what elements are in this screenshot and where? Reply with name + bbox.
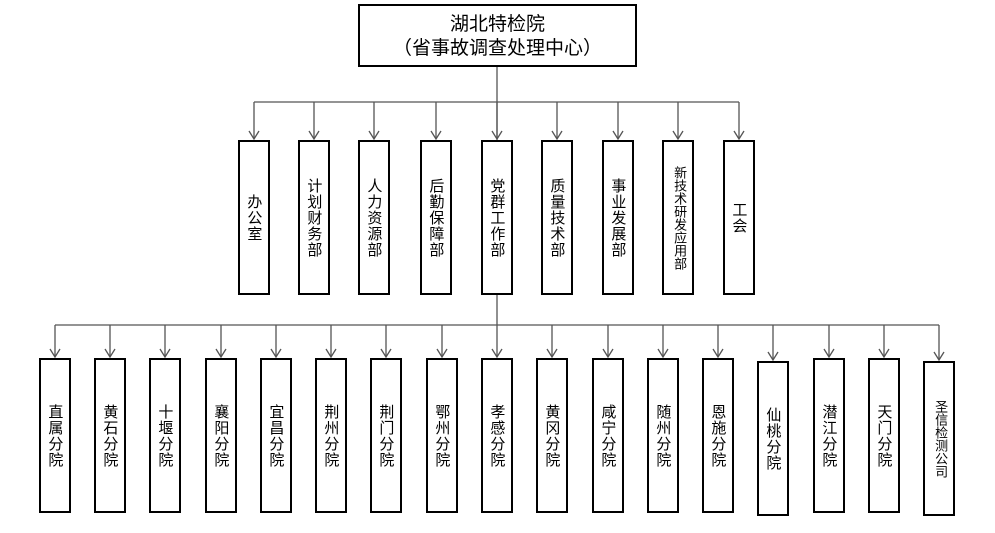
branch-arrow (546, 348, 558, 359)
dept-node-union: 工会 (723, 140, 755, 295)
branch-node-suizhou: 随州分院 (647, 358, 679, 513)
branch-node-jingmen: 荆门分院 (370, 358, 402, 513)
branch-arrow (104, 348, 116, 359)
branch-label: 咸宁分院 (599, 403, 618, 468)
dept-arrow (491, 130, 503, 141)
dept-label: 办公室 (245, 193, 264, 242)
branch-node-xiantao: 仙桃分院 (757, 361, 789, 516)
branch-node-yichang: 宜昌分院 (260, 358, 292, 513)
root-subtitle: （省事故调查处理中心） (392, 36, 602, 59)
dept-label: 计划财务部 (305, 177, 324, 258)
branch-label: 仙桃分院 (764, 406, 783, 471)
branch-label: 十堰分院 (156, 403, 175, 468)
root-name: 湖北特检院 (449, 12, 545, 35)
dept-node-business: 事业发展部 (602, 140, 634, 295)
branch-arrow (270, 348, 282, 359)
dept-node-office: 办公室 (238, 140, 270, 295)
dept-arrow (551, 130, 563, 141)
branch-label: 天门分院 (875, 403, 894, 468)
branch-arrow (657, 348, 669, 359)
dept-node-logistics: 后勤保障部 (420, 140, 452, 295)
dept-arrow (612, 130, 624, 141)
dept-arrow (308, 130, 320, 141)
dept-label: 质量技术部 (548, 177, 567, 258)
dept-node-hr: 人力资源部 (358, 140, 390, 295)
branch-node-huanggang: 黄冈分院 (536, 358, 568, 513)
branch-label: 孝感分院 (488, 403, 507, 468)
dept-arrow (248, 130, 260, 141)
branch-label: 黄石分院 (101, 403, 120, 468)
branch-arrow (325, 348, 337, 359)
branch-label: 荆门分院 (377, 403, 396, 468)
branch-arrow (159, 348, 171, 359)
branch-node-ezhou: 鄂州分院 (426, 358, 458, 513)
branch-arrow (436, 348, 448, 359)
branch-label: 直属分院 (46, 403, 65, 468)
branch-label: 荆州分院 (322, 403, 341, 468)
dept-node-finance: 计划财务部 (298, 140, 330, 295)
branch-label: 黄冈分院 (543, 403, 562, 468)
branch-node-xianning: 咸宁分院 (592, 358, 624, 513)
branch-arrow (602, 348, 614, 359)
branch-arrow (823, 348, 835, 359)
dept-arrow (733, 130, 745, 141)
branch-node-zhishu: 直属分院 (39, 358, 71, 513)
branch-arrow (767, 351, 779, 362)
branch-label: 圣信检测公司 (932, 399, 948, 478)
dept-label: 新技术研发应用部 (671, 165, 687, 270)
dept-arrow (430, 130, 442, 141)
branch-arrow (491, 348, 503, 359)
branch-label: 襄阳分院 (212, 403, 231, 468)
dept-label: 党群工作部 (488, 177, 507, 258)
branch-label: 鄂州分院 (433, 403, 452, 468)
dept-label: 事业发展部 (609, 177, 628, 258)
branch-label: 随州分院 (654, 403, 673, 468)
dept-node-quality: 质量技术部 (541, 140, 573, 295)
branch-arrow (878, 348, 890, 359)
root-node: 湖北特检院 （省事故调查处理中心） (358, 4, 637, 67)
branch-arrow (49, 348, 61, 359)
branch-node-huangshi: 黄石分院 (94, 358, 126, 513)
branch-node-qianjiang: 潜江分院 (813, 358, 845, 513)
branch-node-xiangyang: 襄阳分院 (205, 358, 237, 513)
branch-node-enshi: 恩施分院 (702, 358, 734, 513)
branch-arrow (712, 348, 724, 359)
branch-node-shiyan: 十堰分院 (149, 358, 181, 513)
branch-node-xiaogan: 孝感分院 (481, 358, 513, 513)
branch-label: 潜江分院 (820, 403, 839, 468)
branch-arrow (380, 348, 392, 359)
branch-arrow (933, 351, 945, 362)
dept-label: 人力资源部 (365, 177, 384, 258)
branch-label: 恩施分院 (709, 403, 728, 468)
dept-node-rnd: 新技术研发应用部 (662, 140, 694, 295)
branch-arrow (215, 348, 227, 359)
dept-label: 工会 (730, 201, 749, 234)
dept-label: 后勤保障部 (427, 177, 446, 258)
dept-node-party: 党群工作部 (481, 140, 513, 295)
branch-node-tianmen: 天门分院 (868, 358, 900, 513)
branch-node-jingzhou: 荆州分院 (315, 358, 347, 513)
branch-label: 宜昌分院 (267, 403, 286, 468)
dept-arrow (672, 130, 684, 141)
dept-arrow (368, 130, 380, 141)
branch-node-shengxin: 圣信检测公司 (923, 361, 955, 516)
